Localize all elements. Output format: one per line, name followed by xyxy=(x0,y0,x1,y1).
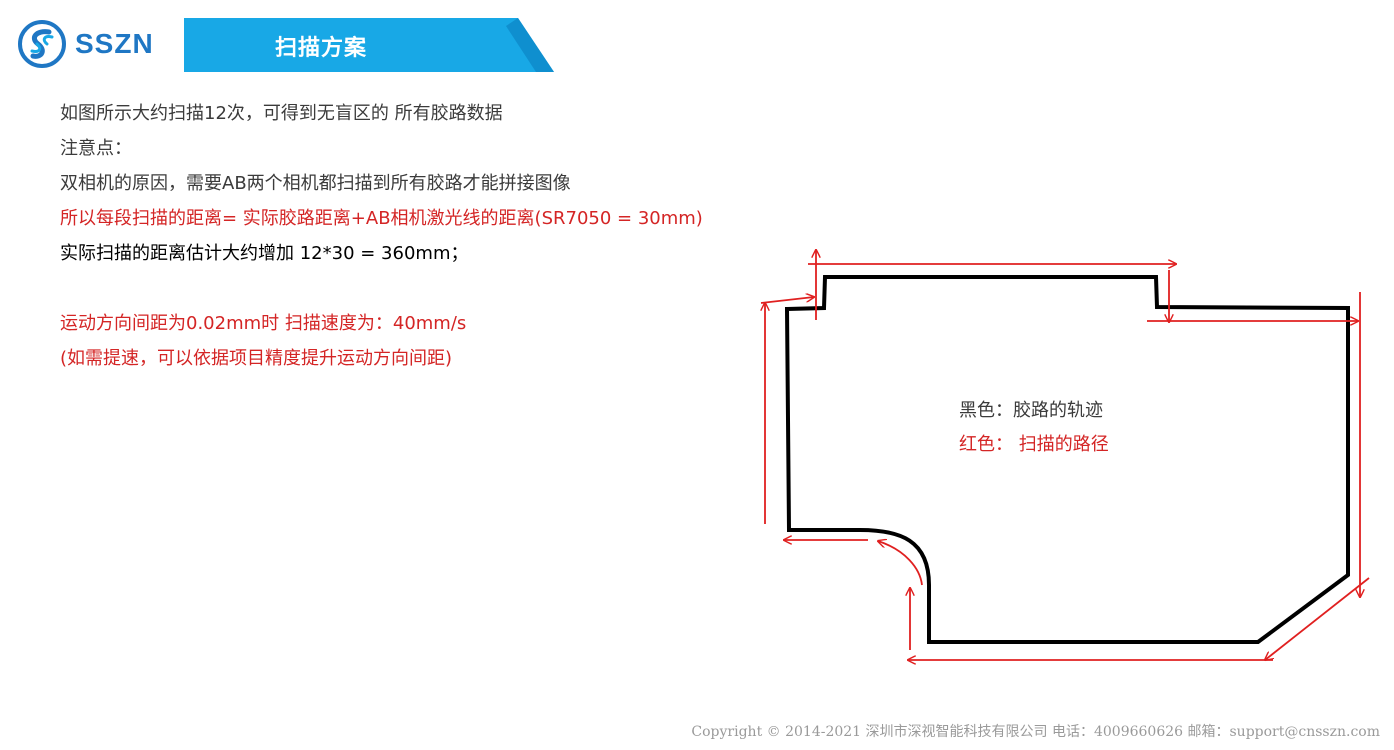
logo-text: SSZN xyxy=(75,28,154,59)
scan-arrow-left-step xyxy=(760,297,814,304)
page-title: 扫描方案 xyxy=(275,36,368,61)
text-line-scan-distance: 所以每段扫描的距离= 实际胶路距离+AB相机激光线的距离(SR7050 = 30… xyxy=(60,208,703,229)
title-banner xyxy=(184,18,554,72)
text-line-dual-camera: 双相机的原因，需要AB两个相机都扫描到所有胶路才能拼接图像 xyxy=(60,173,571,194)
footer-copyright: Copyright © 2014-2021 深圳市深视智能科技有限公司 电话：4… xyxy=(691,724,1380,740)
text-line-notes-heading: 注意点： xyxy=(60,138,132,159)
text-line-scan-speed: 运动方向间距为0.02mm时 扫描速度为：40mm/s xyxy=(60,313,467,334)
glue-path-outline xyxy=(784,275,1350,644)
legend-black-path: 黑色：胶路的轨迹 xyxy=(959,400,1103,421)
scan-arrow-curve xyxy=(878,541,923,586)
text-line-extra-distance: 实际扫描的距离估计大约增加 12*30 = 360mm； xyxy=(60,243,469,264)
scan-paths xyxy=(760,250,1370,660)
text-line-speedup-note: (如需提速，可以依据项目精度提升运动方向间距) xyxy=(60,348,453,369)
sszn-logo-icon xyxy=(18,20,66,68)
text-line-scan-count: 如图所示大约扫描12次，可得到无盲区的 所有胶路数据 xyxy=(60,103,503,124)
legend-red-path: 红色： 扫描的路径 xyxy=(959,434,1109,455)
scan-arrow-diagonal xyxy=(1265,577,1370,660)
